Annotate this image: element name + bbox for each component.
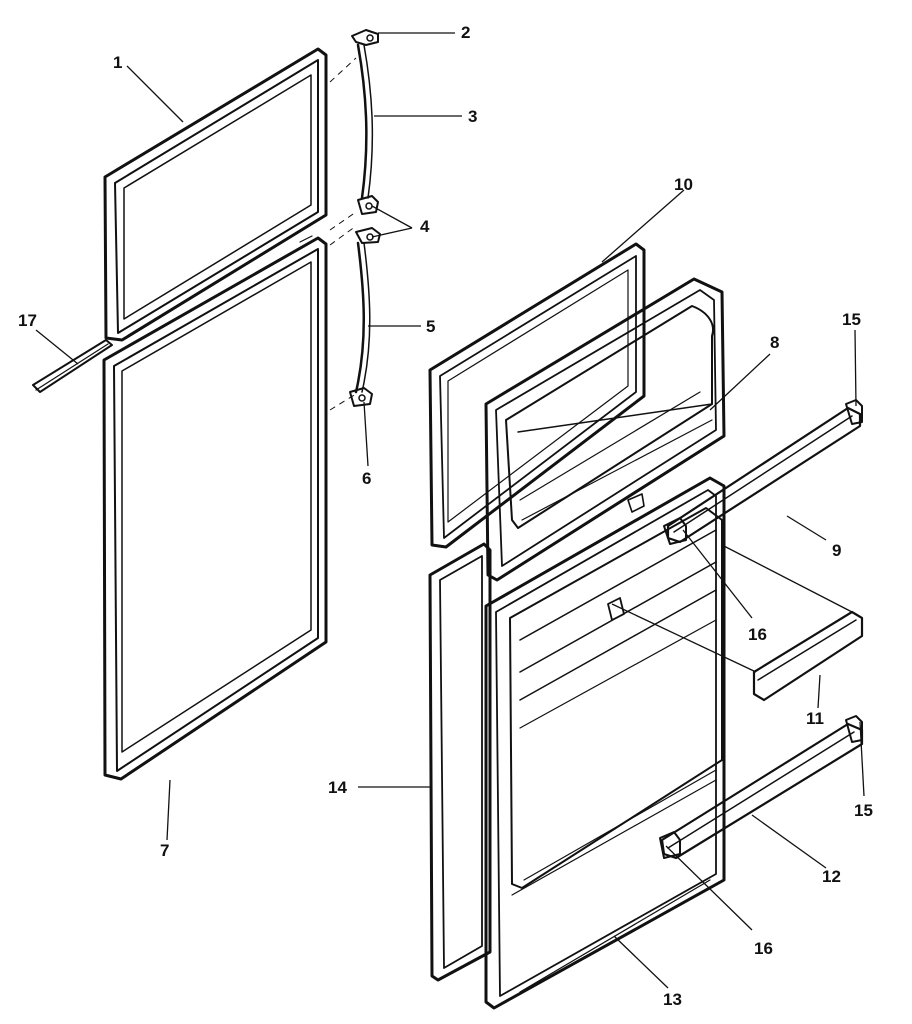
callout-2: 2 bbox=[461, 23, 470, 42]
callout-16-upper: 16 bbox=[748, 625, 767, 644]
callout-5: 5 bbox=[426, 317, 435, 336]
callout-9: 9 bbox=[832, 541, 841, 560]
callout-16-lower: 16 bbox=[754, 939, 773, 958]
callout-13: 13 bbox=[663, 990, 682, 1009]
callout-10: 10 bbox=[674, 175, 693, 194]
callout-8: 8 bbox=[770, 333, 779, 352]
lower-door-gasket bbox=[102, 235, 328, 781]
callout-15-lower: 15 bbox=[854, 801, 873, 820]
callout-1: 1 bbox=[113, 53, 122, 72]
callout-11: 11 bbox=[806, 709, 824, 728]
lower-shelf-rail bbox=[659, 715, 864, 860]
leader-lines bbox=[35, 32, 865, 989]
refrigerator-door-liner bbox=[484, 476, 726, 1010]
callout-labels: 1 2 3 4 5 6 7 8 9 10 11 12 13 14 15 15 1… bbox=[18, 23, 873, 1009]
callout-17: 17 bbox=[18, 311, 37, 330]
callout-12: 12 bbox=[822, 867, 841, 886]
refrigerator-door-gasket bbox=[428, 542, 492, 982]
callout-3: 3 bbox=[468, 107, 477, 126]
callout-4: 4 bbox=[420, 217, 430, 236]
middle-shelf-rail bbox=[752, 610, 864, 702]
callout-14: 14 bbox=[328, 778, 347, 797]
upper-door-gasket bbox=[103, 47, 328, 342]
callout-7: 7 bbox=[160, 841, 169, 860]
callout-6: 6 bbox=[362, 469, 371, 488]
hinge-assembly bbox=[329, 29, 381, 411]
trim-strip bbox=[32, 339, 113, 393]
freezer-door-liner bbox=[484, 277, 726, 582]
freezer-door-gasket bbox=[428, 242, 646, 549]
upper-shelf-rail bbox=[663, 399, 863, 545]
callout-15-upper: 15 bbox=[842, 310, 861, 329]
